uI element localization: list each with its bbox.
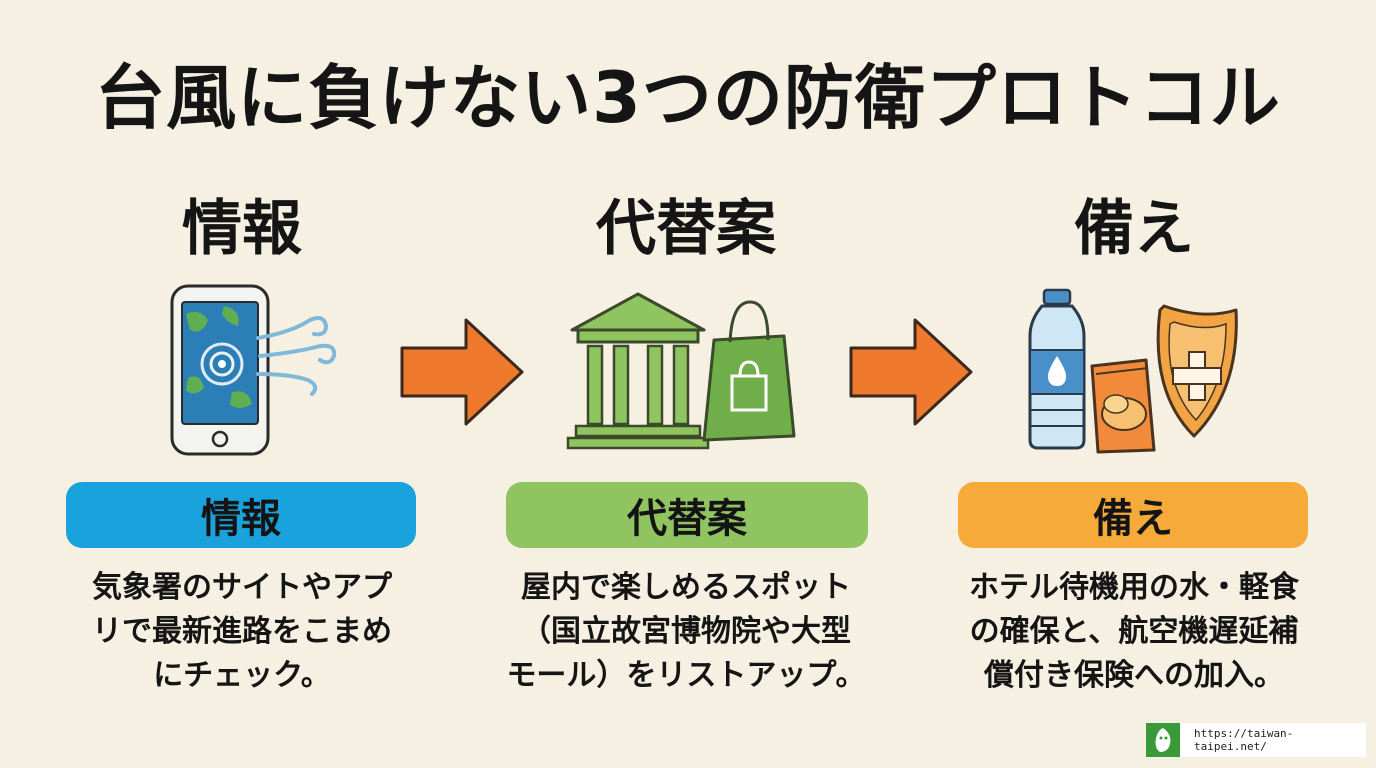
site-logo-icon — [1146, 723, 1180, 757]
arrow-right-icon — [849, 318, 973, 426]
arrow-right-icon — [400, 318, 524, 426]
source-url[interactable]: https://taiwan-taipei.net/ — [1193, 727, 1294, 753]
step-heading: 備え — [1074, 194, 1194, 264]
museum-shopping-bag-icon — [510, 280, 862, 460]
step-alternatives: 代替案 代替案 屋内で楽しめるスポット （国立故宮博物院や大型 モール）をリスト… — [506, 0, 868, 768]
water-snack-shield-icon — [958, 280, 1310, 460]
step-description: 気象署のサイトやアプ リで最新進路をこまめ にチェック。 — [92, 570, 392, 693]
step-info: 情報 情報 気象署のサイトやアプ リで最新進路をこまめ にチェック。 — [66, 0, 418, 768]
step-description: 屋内で楽しめるスポット （国立故宮博物院や大型 モール）をリストアップ。 — [506, 570, 866, 693]
step-heading: 代替案 — [596, 194, 776, 264]
step-preparation: 備え 備え ホテル待機用の水・軽食 の確保と、航空機遅延補 償付き保険への加入。 — [958, 0, 1310, 768]
step-label-badge: 情報 — [66, 482, 416, 548]
step-description: ホテル待機用の水・軽食 の確保と、航空機遅延補 償付き保険への加入。 — [969, 570, 1299, 693]
step-heading: 情報 — [182, 194, 302, 264]
step-label-badge: 代替案 — [506, 482, 868, 548]
footer-source: https://taiwan-taipei.net/ — [1146, 723, 1366, 757]
smartphone-typhoon-map-icon — [66, 280, 418, 460]
page-title: 台風に負けない3つの防衛プロトコル — [95, 57, 1281, 139]
step-label-badge: 備え — [958, 482, 1308, 548]
